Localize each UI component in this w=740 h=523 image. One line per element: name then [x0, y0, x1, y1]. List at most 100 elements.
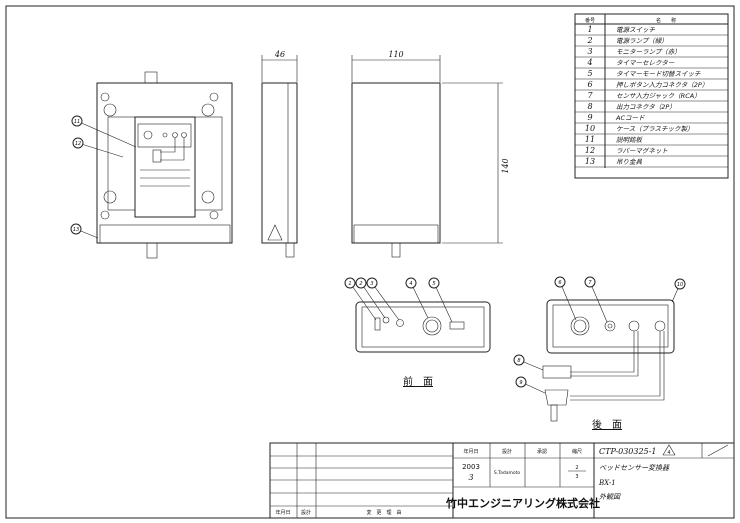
callout-number: 9 [519, 380, 522, 386]
parts-row-number: 6 [587, 80, 592, 89]
designer: S.Tadamoto [494, 470, 521, 476]
parts-row-number: 10 [585, 124, 595, 133]
callout-circle [674, 278, 686, 290]
power-switch [374, 317, 381, 331]
callout-number: 8 [517, 358, 520, 364]
callout-circle [355, 277, 367, 289]
callout-circle [72, 137, 84, 149]
callout-circle [344, 277, 356, 289]
callout-number: 12 [75, 141, 81, 147]
ac-plug [544, 389, 569, 406]
parts-row-name: ケース（プラスチック製） [616, 125, 694, 133]
callout-number: 4 [409, 281, 412, 287]
parts-row-name: 出力コネクタ（2P） [616, 103, 676, 111]
side-view: 46 [261, 50, 298, 258]
scale-denominator: 3 [575, 474, 578, 480]
parts-row-name: ラバーマグネット [616, 147, 668, 155]
drawing-type: 外観図 [599, 493, 621, 501]
parts-row-number: 11 [585, 135, 595, 144]
rca-jack [604, 320, 616, 332]
monitor-lamp [396, 319, 404, 327]
callout-number: 2 [359, 281, 362, 287]
front-panel-view [355, 301, 491, 353]
header-date: 年月日 [463, 448, 478, 455]
parts-row-name: タイマーモード切替スイッチ [616, 70, 701, 78]
callout-leader [371, 282, 400, 321]
callout-number: 3 [370, 281, 373, 287]
callout-leader [589, 281, 608, 323]
parts-row-number: 5 [587, 69, 592, 78]
header-approval: 承認 [537, 448, 547, 455]
callout-number: 7 [588, 280, 592, 286]
callout-leader [360, 282, 386, 319]
callout-circle [71, 115, 83, 127]
parts-row-name: 吊り金具 [616, 158, 643, 166]
parts-row-name: ACコード [615, 114, 645, 122]
rear-panel-view [542, 299, 675, 422]
callout-circle [515, 376, 527, 388]
company-name: 竹中エンジニアリング株式会社 [445, 496, 600, 510]
parts-row-name: 押しボタン入力コネクタ（2P） [616, 81, 708, 89]
front-view-label: 前 面 [403, 375, 433, 388]
parts-header-number: 番号 [585, 17, 595, 24]
callout-circle [366, 277, 378, 289]
parts-row-number: 3 [587, 47, 592, 56]
rev-header-date: 年月日 [275, 509, 290, 516]
pushbutton-connector [570, 316, 590, 336]
timer-selector [422, 316, 442, 336]
callout-number: 13 [73, 227, 79, 233]
callout-number: 10 [677, 282, 683, 288]
dimension-depth: 46 [274, 50, 285, 59]
callout-leader [410, 282, 429, 319]
date-month: 3 [468, 473, 473, 482]
model-number: BX-1 [598, 479, 616, 487]
callout-circle [584, 276, 596, 288]
callout-number: 1 [348, 281, 351, 287]
parts-row-number: 12 [585, 146, 595, 155]
callout-leader [559, 281, 577, 321]
parts-row-name: タイマーセレクター [616, 59, 675, 67]
cable-gland [146, 242, 158, 259]
revision-triangle-icon [662, 444, 676, 456]
parts-header-name: 名 称 [656, 17, 676, 24]
parts-row-name: 説明銘板 [616, 136, 644, 144]
callout-circle [405, 277, 417, 289]
header-design: 設計 [502, 448, 512, 455]
date-year: 2003 [462, 463, 480, 471]
revision-number: 4 [667, 450, 670, 456]
instruction-plate [134, 116, 196, 218]
output-connector [542, 365, 572, 379]
parts-row-number: 8 [587, 102, 592, 111]
dimension-width: 110 [388, 50, 403, 59]
parts-row-number: 13 [585, 157, 595, 166]
callout-circle [428, 277, 440, 289]
rear-view-label: 後 面 [592, 418, 622, 431]
parts-row-name: モニターランプ（赤） [616, 48, 681, 56]
timer-mode-switch [449, 321, 465, 330]
drawing-number: CTP-030325-1 [599, 447, 656, 456]
rev-header-design: 設計 [301, 509, 311, 516]
back-view [96, 71, 233, 259]
callout-number: 6 [558, 280, 561, 286]
product-name: ベッドセンサー変換器 [599, 464, 670, 472]
front-view: 110 140 [351, 50, 510, 258]
callout-leader [433, 282, 453, 323]
rev-header-reason: 変 更 理 由 [366, 509, 401, 516]
callout-number: 5 [432, 281, 435, 287]
callout-number: 11 [74, 119, 80, 125]
callout-leader [349, 282, 377, 321]
callout-circle [554, 276, 566, 288]
title-block: 年月日 設計 変 更 理 由 年月日 設計 承認 縮尺 2003 3 S.Tad… [269, 442, 735, 519]
parts-row-number: 2 [586, 36, 592, 45]
scale-numerator: 2 [575, 465, 578, 471]
callout-leader [76, 120, 137, 148]
parts-row-number: 4 [586, 58, 592, 67]
callout-circle [70, 223, 82, 235]
parts-row-name: 電源ランプ（緑） [616, 37, 668, 45]
parts-row-number: 9 [587, 113, 592, 122]
parts-row-number: 7 [587, 91, 593, 100]
dimension-height: 140 [501, 158, 510, 173]
